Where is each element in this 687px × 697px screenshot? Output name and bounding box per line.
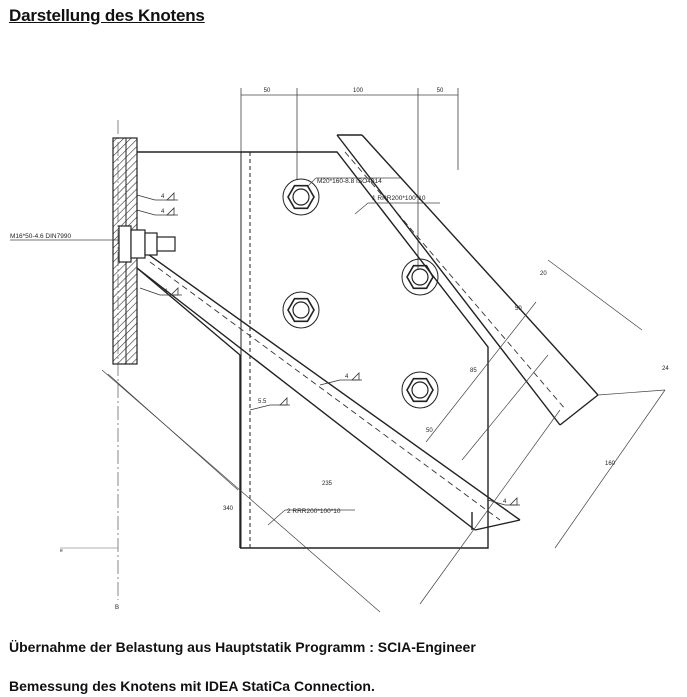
dim-50-right: 50 — [437, 88, 444, 94]
page-title: Darstellung des Knotens — [9, 6, 205, 25]
plate-2-label: 2 RRR200*100*10 — [287, 508, 341, 515]
gusset-plate — [136, 151, 489, 549]
dim-340: 340 — [223, 506, 234, 512]
weld-c: 4 — [164, 289, 168, 295]
dim-160: 160 — [605, 461, 616, 467]
bolt-wall-label: M16*50-4.6 DIN7990 — [10, 233, 71, 240]
weld-f: 5.5 — [258, 399, 267, 405]
lower-diagonal-member — [136, 251, 521, 531]
leaders — [10, 177, 440, 526]
stiffener — [240, 152, 251, 548]
dim-85: 85 — [470, 368, 477, 374]
dim-24: 24 — [662, 366, 669, 372]
dim-50-left: 50 — [264, 88, 271, 94]
weld-b: 4 — [161, 209, 165, 215]
weld-d: 4 — [345, 374, 349, 380]
section-mark: B — [115, 605, 119, 611]
weld-symbols — [136, 192, 520, 506]
plate-1-label: 1 RRR200*100*10 — [372, 195, 426, 202]
dim-235: 235 — [322, 481, 333, 487]
bolt-main-label: M20*160-8.8 ISO4014 — [317, 178, 382, 185]
weld-e: 4 — [503, 499, 507, 505]
lower-diagonal-hidden — [149, 261, 501, 521]
dim-50-diag: 50 — [515, 306, 522, 312]
dim-50-diag-b: 50 — [426, 428, 433, 434]
bolt-3 — [282, 291, 320, 329]
dim-100: 100 — [353, 88, 364, 94]
footer-line-2: Bemessung des Knotens mit IDEA StatiCa C… — [9, 678, 375, 694]
weld-a: 4 — [161, 194, 165, 200]
diagonal-dimensions — [101, 259, 666, 613]
bolt-4 — [401, 371, 439, 409]
bolt-1 — [282, 178, 320, 216]
wall-bolt — [118, 225, 176, 263]
upper-diagonal-member — [336, 134, 599, 426]
dim-20: 20 — [540, 271, 547, 277]
upper-diagonal-hidden — [344, 151, 567, 411]
left-mark: e — [60, 548, 63, 554]
footer-line-1: Übernahme der Belastung aus Hauptstatik … — [9, 639, 476, 655]
bolt-2 — [401, 258, 439, 296]
